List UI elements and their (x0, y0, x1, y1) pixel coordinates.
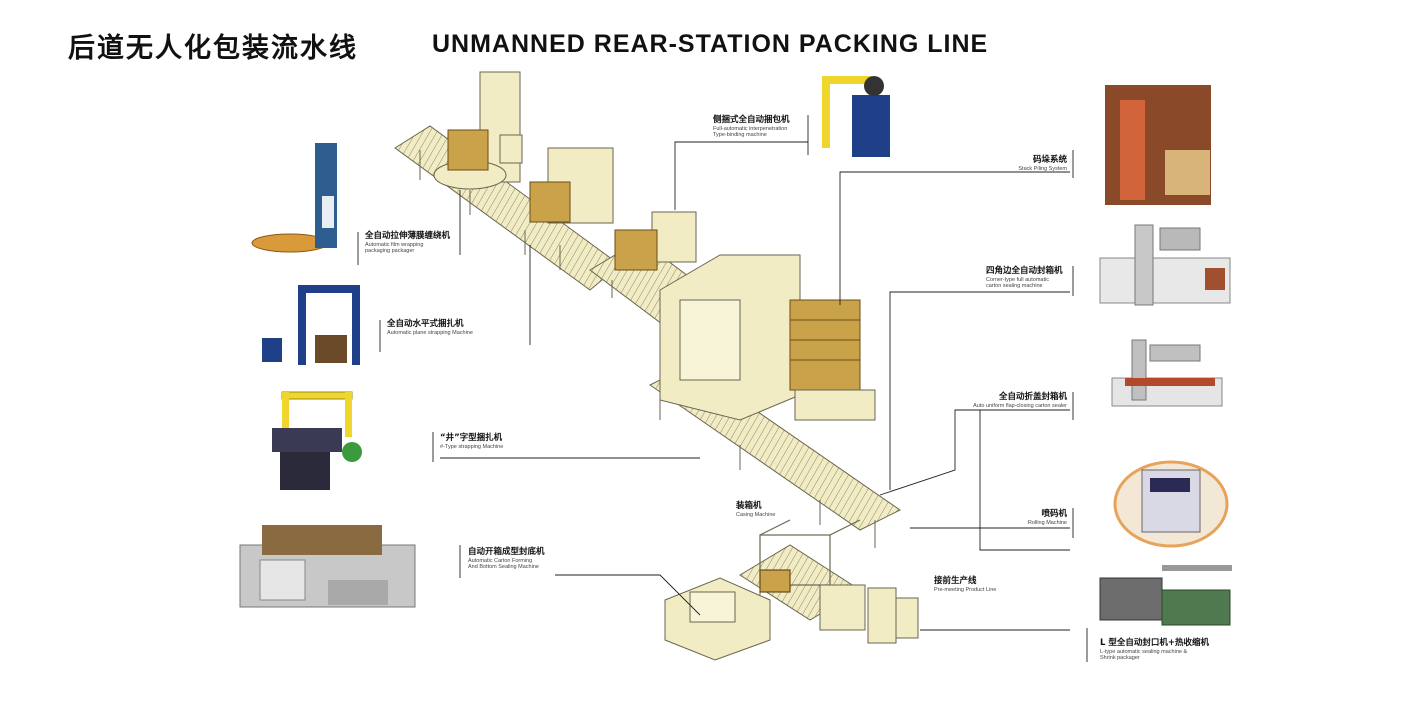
label-pre-meeting-cn: 接前生产线 (934, 576, 977, 586)
label-hash-strapping: “井”字型捆扎机 #-Type strapping Machine (440, 433, 504, 450)
label-corner-sealing-cn: 四角边全自动封箱机 (986, 266, 1063, 276)
label-inkjet-cn: 喷码机 (1041, 509, 1067, 519)
label-wrapping-en1: Automatic film wrapping (365, 241, 424, 248)
label-inkjet: 喷码机 Rolling Machine (1000, 509, 1067, 526)
label-plane-strapping-cn: 全自动水平式捆扎机 (387, 319, 464, 329)
page-title-cn: 后道无人化包装流水线 (68, 33, 358, 64)
label-pre-meeting: 接前生产线 Pre-meeting Product Line (934, 576, 997, 593)
label-stack-piling-en1: Stack Piling System (1018, 165, 1067, 172)
label-plane-strapping-en1: Automatic plane strapping Machine (387, 329, 473, 336)
photo-side-binder (822, 76, 890, 157)
label-side-binding-en2: Type-binding machine (713, 132, 767, 139)
stack-piling-robot (659, 254, 876, 421)
stretch-wrapper-station (433, 71, 523, 190)
carton-forming-station (664, 577, 771, 661)
label-l-type-en2: Shrink packager (1100, 655, 1140, 662)
photo-stack-piling (1105, 85, 1211, 205)
label-hash-strapping-en1: #-Type strapping Machine (440, 443, 504, 450)
label-wrapping-en2: packaging packager (365, 248, 415, 255)
label-carton-forming: 自动开箱成型封底机 Automatic Carton Forming And B… (468, 547, 545, 571)
photo-inkjet-printer (1113, 460, 1229, 548)
photo-flap-sealer (1111, 339, 1223, 407)
label-l-type-cn: L 型全自动封口机+热收缩机 (1100, 638, 1209, 648)
label-casing: 装箱机 Casing Machine (736, 501, 776, 518)
side-binding-station (614, 211, 697, 271)
label-wrapping-cn: 全自动拉伸薄膜缠绕机 (365, 231, 451, 241)
page-title-en: UNMANNED REAR-STATION PACKING LINE (432, 30, 989, 58)
label-side-binding-cn: 侧捆式全自动捆包机 (713, 115, 790, 125)
label-casing-en1: Casing Machine (736, 511, 776, 518)
label-corner-sealing: 四角边全自动封箱机 Corner-type full automatic car… (986, 266, 1063, 290)
l-sealer-station (819, 584, 919, 644)
label-corner-sealing-en1: Corner-type full automatic (986, 276, 1049, 283)
label-hash-strapping-cn: “井”字型捆扎机 (440, 433, 503, 443)
label-wrapping: 全自动拉伸薄膜缠绕机 Automatic film wrapping packa… (365, 231, 451, 255)
photo-l-sealer (1099, 565, 1232, 626)
label-l-type-en1: L-type automatic sealing machine & (1100, 648, 1188, 655)
plane-strapping-station (529, 147, 614, 224)
label-carton-forming-en2: And Bottom Sealing Machine (468, 564, 539, 571)
photo-corner-sealer (1099, 224, 1231, 306)
casing-station (759, 519, 861, 593)
photo-hash-strapper (272, 391, 362, 490)
label-carton-forming-cn: 自动开箱成型封底机 (468, 547, 545, 557)
photo-stretch-wrapper (251, 143, 337, 253)
label-casing-cn: 装箱机 (736, 501, 762, 511)
label-carton-forming-en1: Automatic Carton Forming (468, 557, 533, 564)
photo-plane-strapper (262, 285, 360, 365)
label-flap-sealing-cn: 全自动折盖封箱机 (998, 392, 1067, 402)
label-plane-strapping: 全自动水平式捆扎机 Automatic plane strapping Mach… (387, 319, 473, 336)
label-side-binding: 侧捆式全自动捆包机 Full-automatic interpenetratio… (713, 115, 790, 139)
label-l-type: L 型全自动封口机+热收缩机 L-type automatic sealing … (1100, 638, 1209, 662)
label-stack-piling: 码垛系统 Stack Piling System (990, 155, 1067, 172)
label-side-binding-en1: Full-automatic interpenetration (713, 125, 788, 132)
label-pre-meeting-en1: Pre-meeting Product Line (934, 586, 997, 593)
label-stack-piling-cn: 码垛系统 (1032, 155, 1067, 165)
leader-lines (357, 115, 1088, 662)
label-inkjet-en1: Rolling Machine (1027, 519, 1067, 526)
photo-carton-former (239, 525, 416, 608)
label-corner-sealing-en2: carton sealing machine (986, 283, 1043, 290)
label-flap-sealing: 全自动折盖封箱机 Auto uniform flap-closing carto… (945, 392, 1067, 409)
label-flap-sealing-en1: Auto uniform flap-closing carton sealer (973, 402, 1067, 409)
